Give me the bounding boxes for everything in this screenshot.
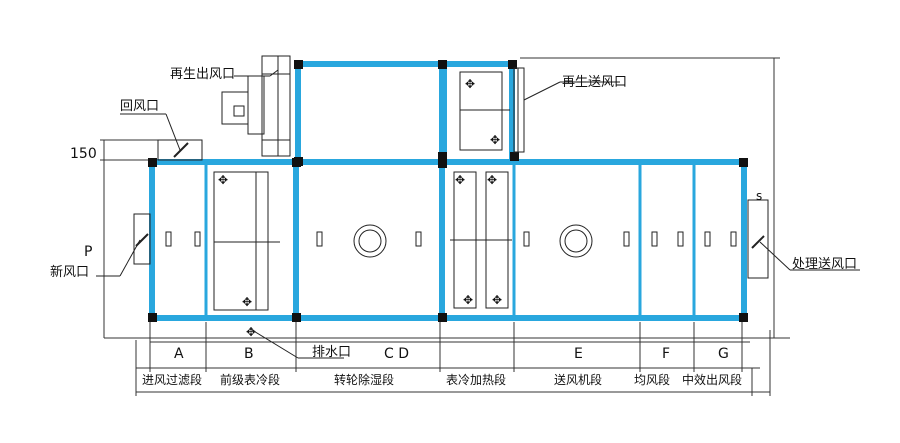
unit-upper-frame [295,61,515,165]
section-a-handles [165,231,201,247]
label-drain: 排水口 [312,345,351,360]
label-dim-s: s [756,189,762,203]
fresh-air-inlet [133,213,151,265]
svg-text:✥: ✥ [242,295,252,309]
leader-lines [96,69,860,359]
process-supply-outlet [747,199,769,279]
section-name-medium-outlet: 中效出风段 [682,372,742,387]
svg-text:✥: ✥ [492,293,502,307]
unit-lower-frame [149,159,747,321]
label-regen-supply: 再生送风口 [562,75,627,90]
label-dim-150: 150 [70,146,97,162]
section-letter-f: F [662,346,670,362]
section-b-coil: ✥ ✥ [213,171,280,311]
section-name-cool-heat: 表冷加热段 [446,372,506,387]
section-name-pre-cooling: 前级表冷段 [220,372,280,387]
svg-text:✥: ✥ [218,173,228,187]
label-regen-exhaust: 再生出风口 [170,67,235,82]
svg-text:✥: ✥ [455,173,465,187]
section-letter-b: B [244,346,254,362]
section-name-intake-filter: 进风过滤段 [142,372,202,387]
label-process-supply: 处理送风口 [792,257,857,272]
label-dim-p: P [84,244,92,260]
corner-blocks [148,60,748,322]
label-fresh-air: 新风口 [50,264,89,280]
label-return-air: 回风口 [120,99,159,114]
svg-text:✥: ✥ [246,325,256,339]
section-letter-cd: C D [384,346,409,362]
drain-symbol: ✥ [246,325,256,339]
section-name-supply-fan: 送风机段 [554,372,602,387]
section-fg-handles [651,231,737,247]
return-air-box [157,139,203,161]
section-e-fan [523,224,630,258]
svg-text:✥: ✥ [487,173,497,187]
svg-text:✥: ✥ [463,293,473,307]
section-cd-wheel [316,224,422,258]
regen-supply-panel: ✥ ✥ [459,67,525,153]
section-letter-e: E [574,346,583,362]
section-letter-a: A [174,346,184,362]
section-letter-g: G [718,346,729,362]
section-name-wheel-dehumid: 转轮除湿段 [334,372,394,387]
svg-text:✥: ✥ [465,77,475,91]
svg-text:✥: ✥ [490,133,500,147]
section-name-equalizer: 均风段 [634,372,670,387]
section-coil-pair: ✥ ✥ ✥ ✥ [450,171,512,309]
